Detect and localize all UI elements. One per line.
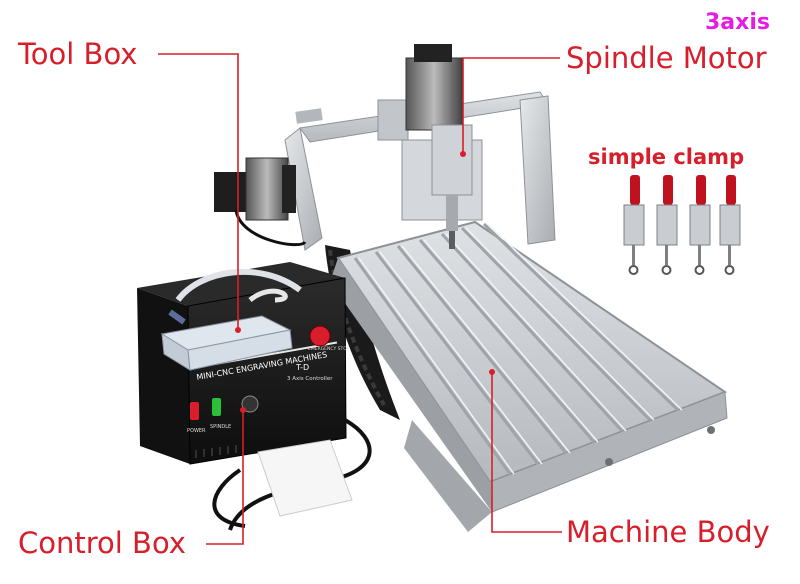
- manual-paper: [257, 439, 353, 517]
- simple-clamp-tag: simple clamp: [588, 145, 745, 169]
- speed-knob: [241, 395, 259, 413]
- spindle-switch-label: SPINDLE: [210, 424, 231, 430]
- power-switch-label: POWER: [187, 428, 206, 434]
- spindle-pointer-dot: [460, 151, 466, 157]
- machine-table: [330, 220, 728, 532]
- tool-box-pointer-dot: [235, 327, 241, 333]
- control-box-label: Control Box: [18, 526, 186, 560]
- machine-body-label: Machine Body: [566, 515, 770, 549]
- machine-body-pointer-dot: [489, 369, 495, 375]
- spindle-motor: [405, 44, 473, 249]
- axis-count-tag: 3axis: [705, 10, 770, 35]
- y-axis-stepper-motor: [214, 157, 296, 221]
- emergency-stop-label: EMERGENCY STOP: [308, 346, 350, 352]
- emergency-stop-button: [309, 325, 331, 347]
- tool-box-label: Tool Box: [18, 37, 138, 71]
- control-box-model: T-D: [295, 363, 309, 372]
- simple-clamps: [623, 175, 741, 275]
- control-box-controller-label: 3 Axis Controller: [287, 376, 333, 382]
- power-switch: [190, 402, 199, 420]
- spindle-motor-label: Spindle Motor: [566, 41, 767, 75]
- callout-lines: [158, 53, 562, 545]
- tool-box: [160, 315, 293, 371]
- ventilation-slots: [195, 445, 237, 458]
- control-box-pointer-dot: [240, 407, 246, 413]
- spindle-switch: [212, 398, 221, 416]
